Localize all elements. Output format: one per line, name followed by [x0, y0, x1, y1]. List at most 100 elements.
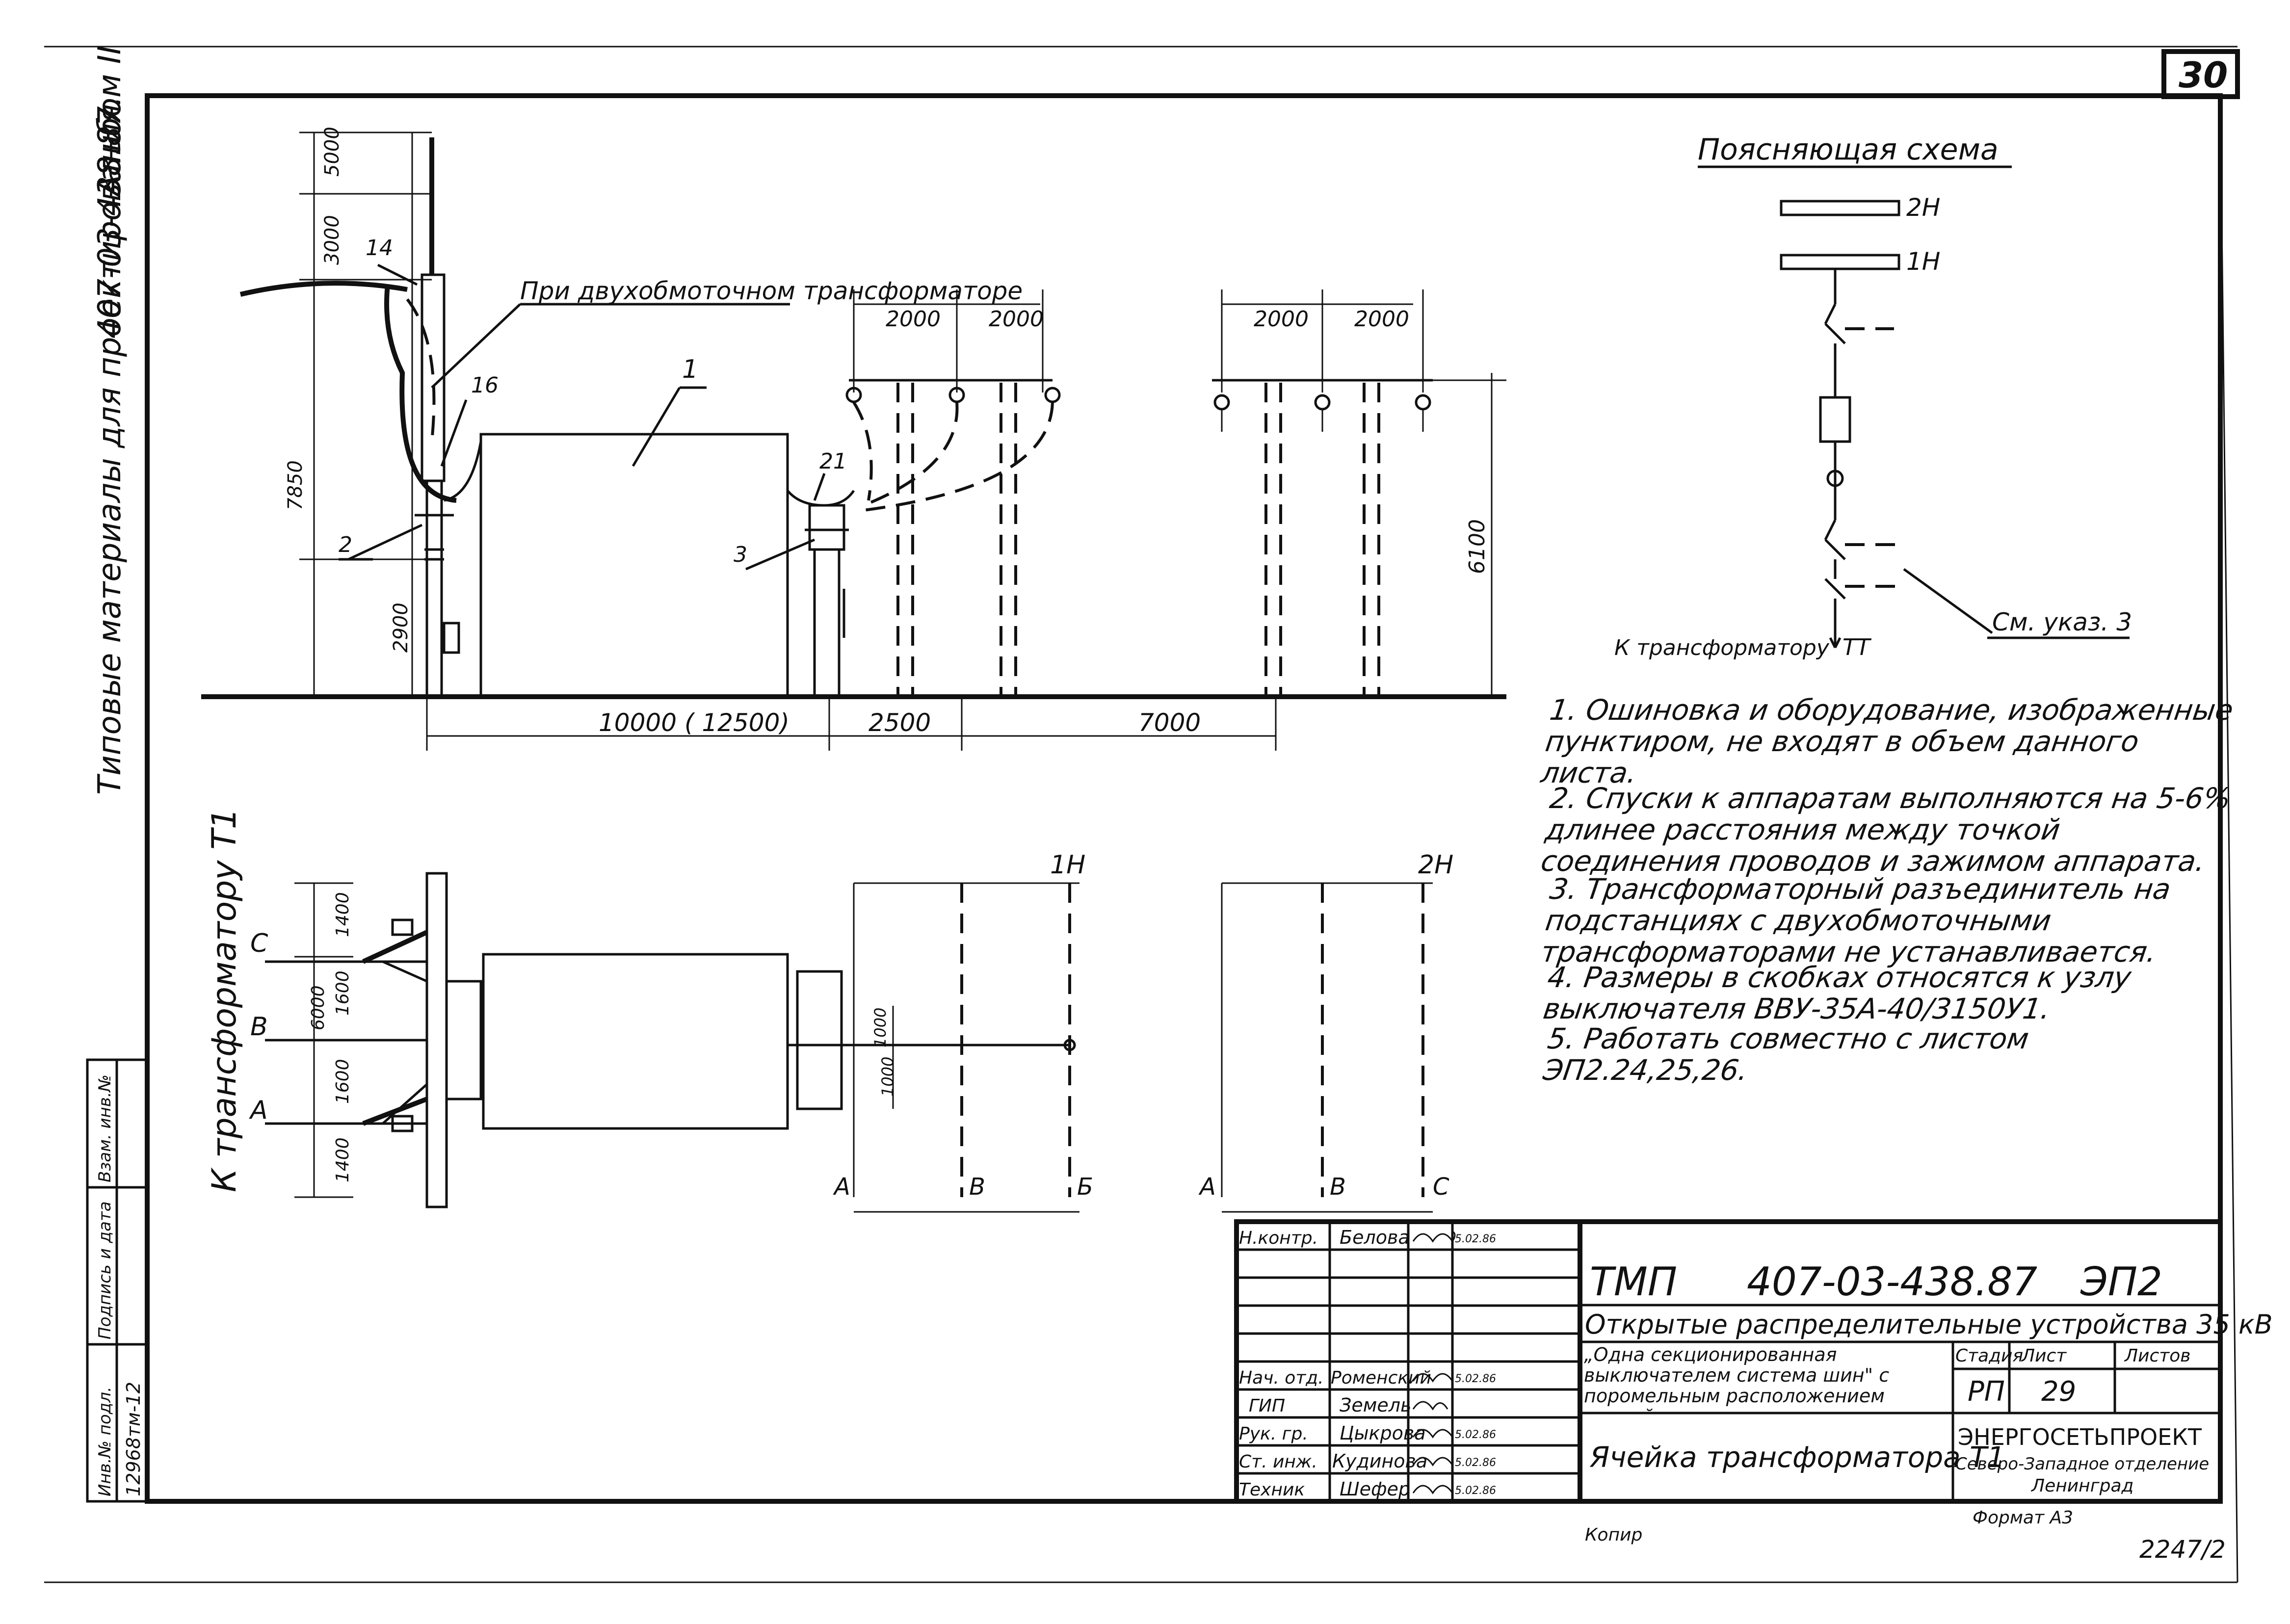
tag-2: 2 — [339, 532, 352, 557]
tb-org-1: ЭНЕРГОСЕТЬПРОЕКТ — [1958, 1424, 2202, 1450]
axis-left-a: A — [833, 1173, 850, 1201]
scheme-see-note: См. указ. 3 — [1992, 608, 2132, 636]
tb-name-6: Земель — [1340, 1394, 1411, 1416]
sheet-number-box — [2161, 49, 2240, 99]
footer-format: Формат А3 — [1973, 1508, 2073, 1528]
explanatory-scheme: Поясняющая схема 2Н 1Н См. указ. 3 К тра… — [1614, 132, 2132, 660]
tag-1: 1 — [682, 355, 698, 384]
axis-right-b: B — [1330, 1173, 1346, 1201]
scheme-bus-1h: 1Н — [1906, 247, 1940, 276]
dim-10000: 10000 ( 12500) — [599, 708, 790, 737]
footer-number: 2247/2 — [2139, 1535, 2226, 1564]
phase-b: B — [250, 1012, 268, 1042]
dim-1400a: 1400 — [333, 892, 353, 937]
dim-2000b: 2000 — [989, 307, 1044, 332]
tag-21: 21 — [819, 449, 847, 474]
note-5: 5. Работать совместно с листом ЭП2.24,25… — [1541, 1022, 2031, 1087]
sheet-number: 30 — [2179, 54, 2228, 96]
tb-role-0: Н.контр. — [1239, 1228, 1318, 1248]
dim-3000: 3000 — [321, 215, 343, 265]
tb-sheet-label: Лист — [2021, 1346, 2067, 1366]
tb-project-title: Открытые распределительные устройства 35… — [1585, 1309, 2273, 1340]
transformer-plan — [482, 953, 789, 1130]
side-title: Типовые материалы для проектирования — [92, 104, 128, 795]
tb-role-6: ГИП — [1249, 1396, 1285, 1416]
tb-sheet: 29 — [2041, 1376, 2076, 1408]
note-2: 2. Спуски к аппаратам выполняются на 5-6… — [1539, 782, 2233, 878]
tb-code-prefix: ТМП — [1590, 1259, 1677, 1305]
tb-date-9: 5.02.86 — [1455, 1485, 1496, 1497]
dim-2500: 2500 — [869, 708, 931, 737]
dim-1600a: 1600 — [333, 970, 353, 1016]
stamp-inv-replace: Взам. инв.№ — [95, 1074, 115, 1182]
tb-org-2: Северо-Западное отделение — [1955, 1454, 2209, 1474]
stamp-inv-number: 12968тм-12 — [123, 1382, 144, 1496]
side-label-to-transformer: К трансформатору Т1 — [205, 808, 244, 1192]
tb-name-8: Кудинова — [1332, 1450, 1427, 1472]
dim-7850: 7850 — [284, 460, 307, 510]
dim-2000d: 2000 — [1354, 307, 1409, 332]
tb-sheets-label: Листов — [2124, 1346, 2190, 1366]
label-winding: При двухобмоточном трансформаторе — [520, 277, 1023, 305]
dim-5000: 5000 — [321, 127, 343, 177]
scheme-transformer: ТТ — [1843, 634, 1872, 660]
axis-right-c: C — [1433, 1173, 1449, 1201]
dim-2000c: 2000 — [1254, 307, 1309, 332]
tb-role-9: Техник — [1239, 1480, 1305, 1500]
axis-left-b: B — [969, 1173, 985, 1201]
tb-role-8: Ст. инж. — [1239, 1452, 1317, 1472]
plan-view: 1400 1600 6000 1600 1400 C B A 1000 1000 — [249, 850, 1453, 1213]
footer-copied: Копир — [1585, 1525, 1642, 1545]
tb-name-7: Цыкрова — [1340, 1422, 1426, 1444]
note-1: 1. Ошиновка и оборудование, изображенные… — [1539, 693, 2236, 789]
phase-c: C — [250, 929, 268, 958]
tb-role-5: Нач. отд. — [1239, 1368, 1324, 1388]
tb-date-8: 5.02.86 — [1455, 1457, 1496, 1469]
tb-org-3: Ленинград — [2030, 1476, 2133, 1496]
elevation-view: 5000 3000 7850 2900 14 16 При двухобмото… — [201, 127, 1506, 751]
scheme-title: Поясняющая схема — [1698, 132, 1999, 167]
tb-code: 407-03-438.87 — [1747, 1259, 2037, 1305]
bus-1h-plan: 1Н — [1050, 850, 1085, 880]
dim-1000b: 1000 — [878, 1057, 897, 1097]
title-block: Н.контр. Нач. отд. ГИП Рук. гр. Ст. инж.… — [1234, 1219, 2273, 1504]
side-code: 407-03-438.87. — [92, 96, 128, 339]
dim-2900: 2900 — [390, 602, 412, 653]
phase-a: A — [249, 1096, 268, 1125]
tb-role-7: Рук. гр. — [1239, 1424, 1308, 1444]
note-4: 4. Размеры в скобках относятся к узлу вы… — [1541, 961, 2133, 1025]
scheme-to-transformer: К трансформатору — [1614, 635, 1830, 660]
tb-drawing-title: Ячейка трансформатора Т1 — [1589, 1441, 2005, 1474]
tb-date-5: 5.02.86 — [1455, 1373, 1496, 1385]
dim-6000: 6000 — [308, 985, 328, 1030]
side-stamp: Взам. инв.№ Подпись и дата Инв.№ подл. 1… — [86, 1058, 148, 1503]
tb-name-0: Белова — [1340, 1227, 1410, 1248]
dim-1000a: 1000 — [871, 1008, 890, 1048]
dim-7000: 7000 — [1138, 708, 1201, 737]
bus-2h-plan: 2Н — [1418, 850, 1453, 880]
tb-date-7: 5.02.86 — [1455, 1429, 1496, 1441]
dim-1600b: 1600 — [333, 1059, 353, 1104]
dim-1400b: 1400 — [333, 1137, 353, 1182]
album-label: Альбом II — [92, 46, 128, 198]
dim-6100: 6100 — [1465, 519, 1490, 574]
tag-3: 3 — [734, 542, 747, 567]
transformer-body — [479, 433, 789, 698]
tb-name-9: Шефер — [1340, 1478, 1410, 1500]
signatures — [1412, 1231, 1456, 1494]
note-3: 3. Трансформаторный разъединитель на под… — [1539, 872, 2173, 969]
drawing-frame — [145, 93, 2223, 1504]
tb-stage: РП — [1968, 1376, 2005, 1408]
tb-date-0: 5.02.86 — [1455, 1233, 1496, 1245]
scan-right-edge — [2219, 95, 2238, 1583]
tb-name-5: Роменский — [1331, 1368, 1431, 1388]
tag-14: 14 — [366, 236, 393, 261]
tb-stage-label: Стадия — [1955, 1346, 2023, 1366]
axis-right-a: A — [1198, 1173, 1216, 1201]
stamp-inv-original: Инв.№ подл. — [95, 1387, 115, 1496]
scheme-bus-2h: 2Н — [1906, 193, 1940, 222]
tag-16: 16 — [471, 373, 499, 398]
stamp-sign-date: Подпись и дата — [95, 1201, 115, 1339]
axis-left-c: Б — [1077, 1173, 1093, 1201]
tb-subtitle: „Одна секционированная выключателем сист… — [1584, 1344, 1890, 1413]
